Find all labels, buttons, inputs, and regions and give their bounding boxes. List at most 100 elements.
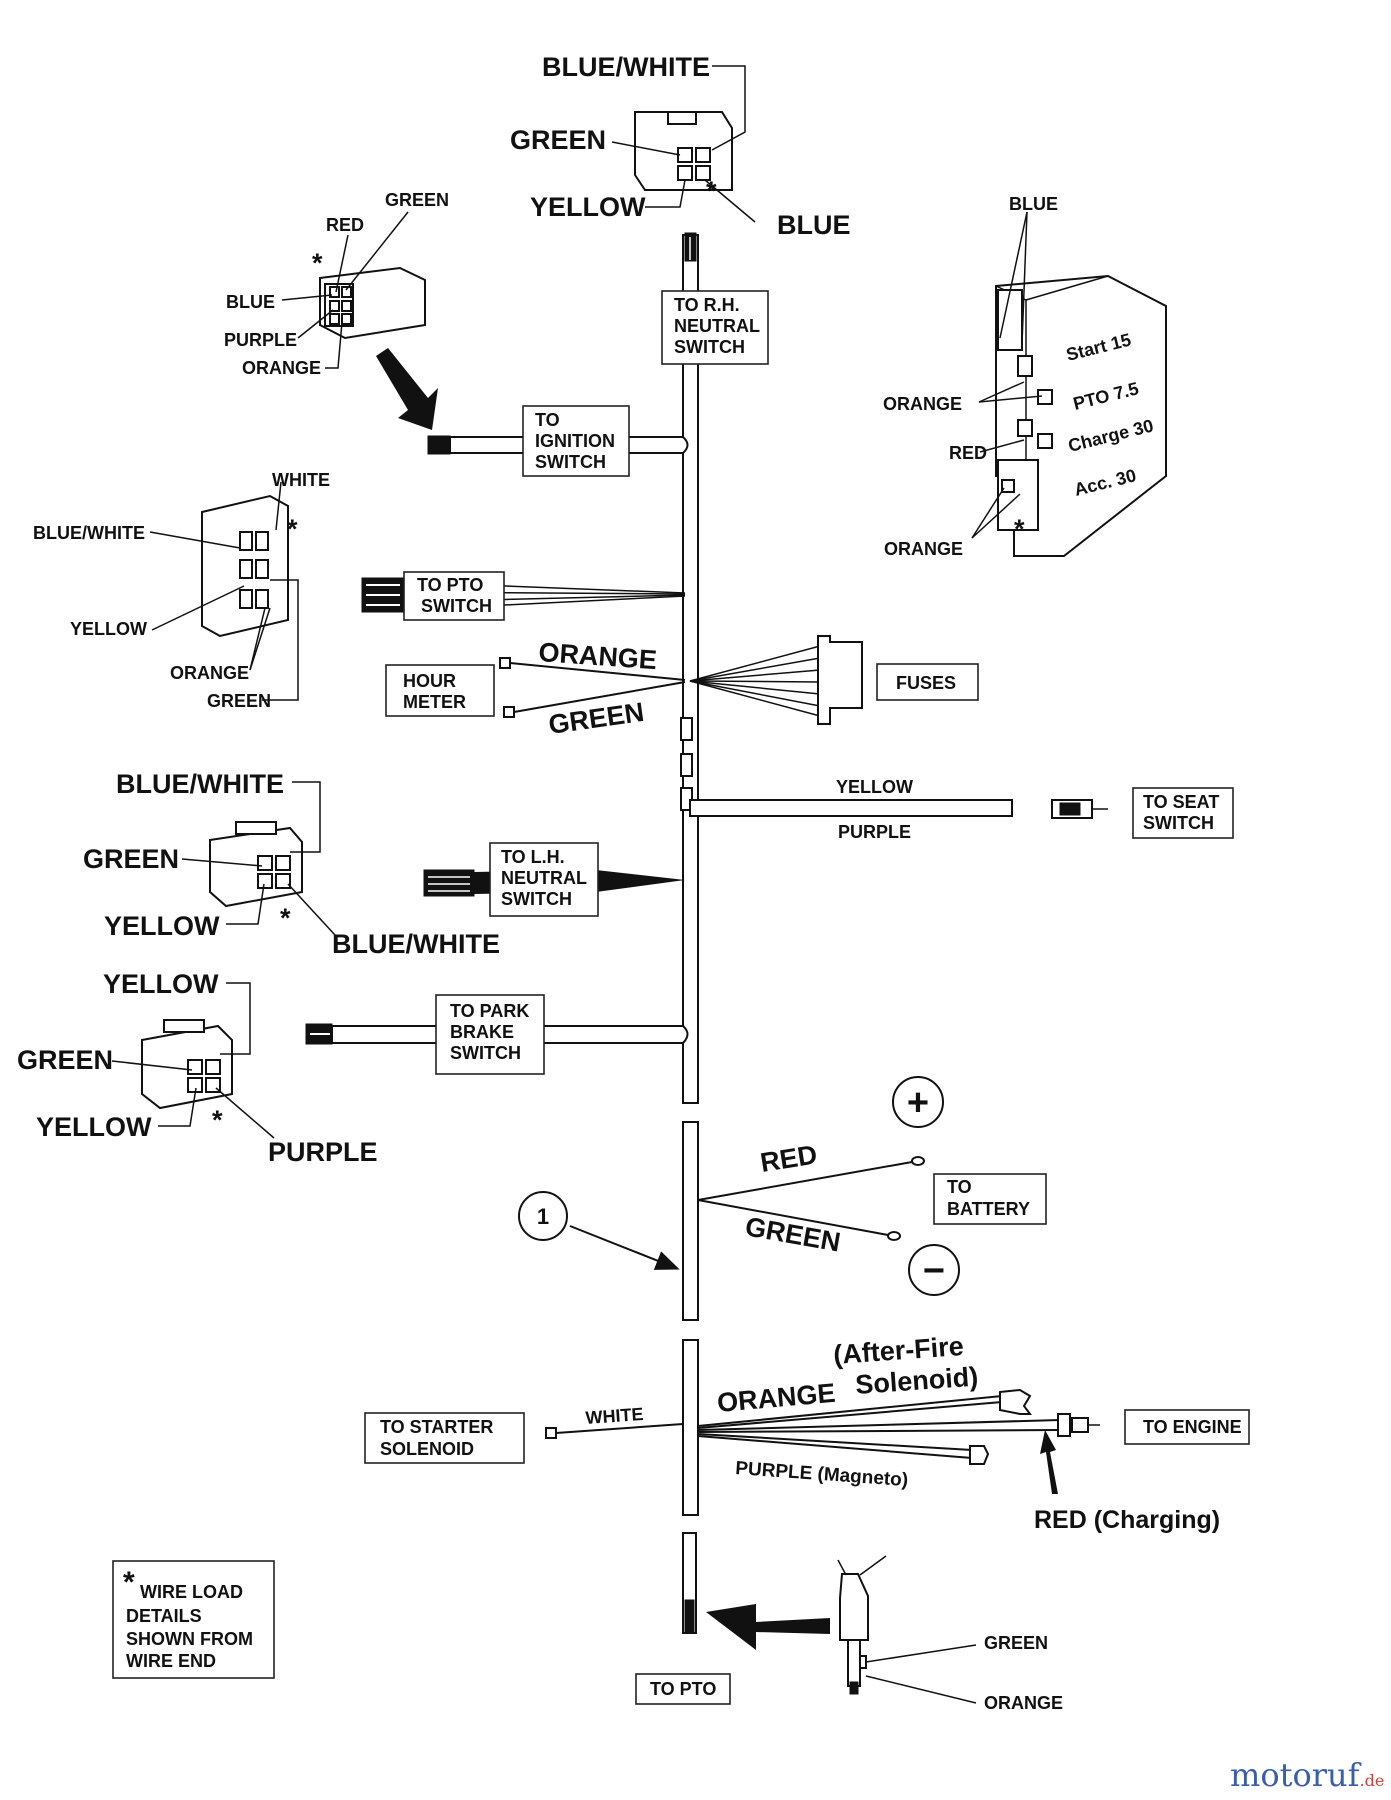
lh-neutral-label-box bbox=[489, 842, 599, 917]
battery-branch bbox=[697, 1156, 925, 1241]
label-yellow: YELLOW bbox=[530, 192, 646, 222]
ignition-switch-label-box bbox=[522, 405, 630, 477]
fuses-label-box bbox=[876, 663, 979, 701]
callout-number: 1 bbox=[537, 1204, 549, 1229]
note-line3: SHOWN FROM bbox=[126, 1629, 253, 1649]
star-marker: * bbox=[212, 1105, 223, 1135]
park-brake-label-line2: BRAKE bbox=[450, 1022, 514, 1042]
ignition-connector bbox=[281, 211, 426, 369]
charging-arrow-icon bbox=[1040, 1430, 1058, 1494]
label-blue-white: BLUE/WHITE bbox=[332, 929, 500, 959]
engine-label: TO ENGINE bbox=[1143, 1417, 1242, 1437]
seat-switch-label-box bbox=[1132, 787, 1234, 839]
ignition-label-line3: SWITCH bbox=[535, 452, 606, 472]
fuse-block bbox=[971, 211, 1167, 557]
plus-symbol: + bbox=[907, 1082, 929, 1124]
positive-terminal-icon bbox=[892, 1076, 944, 1128]
note-star: * bbox=[123, 1566, 135, 1599]
engine-label-box bbox=[1124, 1409, 1250, 1445]
label-green: GREEN bbox=[207, 691, 271, 711]
seat-switch-label-line2: SWITCH bbox=[1143, 813, 1214, 833]
rh-neutral-label-line3: SWITCH bbox=[674, 337, 745, 357]
harness-segment-battery bbox=[682, 1121, 699, 1321]
label-blue: BLUE bbox=[226, 292, 275, 312]
lh-neutral-label-line3: SWITCH bbox=[501, 889, 572, 909]
park-brake-label-box bbox=[435, 994, 545, 1075]
hour-meter-label-line2: METER bbox=[403, 692, 466, 712]
note-line1: WIRE LOAD bbox=[140, 1582, 243, 1602]
pto-label-box bbox=[635, 1673, 731, 1705]
wire-purple-magneto: PURPLE (Magneto) bbox=[735, 1458, 909, 1491]
label-purple: PURPLE bbox=[268, 1137, 378, 1167]
rh-neutral-label-line2: NEUTRAL bbox=[674, 316, 760, 336]
wire-purple: PURPLE bbox=[838, 822, 911, 842]
ignition-arrow-icon bbox=[376, 348, 438, 430]
main-harness-trunk bbox=[680, 232, 699, 1104]
label-green: GREEN bbox=[17, 1045, 113, 1075]
label-purple: PURPLE bbox=[224, 330, 297, 350]
hour-meter-label-line1: HOUR bbox=[403, 671, 456, 691]
battery-label-line1: TO bbox=[947, 1177, 972, 1197]
label-red: RED bbox=[949, 443, 987, 463]
star-marker: * bbox=[280, 903, 291, 933]
label-yellow: YELLOW bbox=[36, 1112, 152, 1142]
watermark-main: motoruf bbox=[1230, 1756, 1362, 1794]
label-orange: ORANGE bbox=[883, 394, 962, 414]
harness-segment-engine bbox=[682, 1339, 699, 1516]
fuses-label: FUSES bbox=[896, 673, 956, 693]
ignition-label-line2: IGNITION bbox=[535, 431, 615, 451]
label-blue-white: BLUE/WHITE bbox=[116, 769, 284, 799]
label-orange: ORANGE bbox=[242, 358, 321, 378]
park-brake-label-line3: SWITCH bbox=[450, 1043, 521, 1063]
label-yellow: YELLOW bbox=[103, 969, 219, 999]
wire-orange: ORANGE bbox=[984, 1693, 1063, 1713]
battery-label-box bbox=[933, 1173, 1047, 1225]
hour-meter-branch bbox=[499, 657, 686, 718]
park-brake-connector bbox=[111, 982, 275, 1139]
wire-orange: ORANGE bbox=[538, 637, 658, 675]
wire-orange: ORANGE bbox=[716, 1378, 837, 1418]
wire-yellow: YELLOW bbox=[836, 777, 913, 797]
note-line4: WIRE END bbox=[126, 1651, 216, 1671]
star-marker: * bbox=[287, 514, 298, 544]
lh-neutral-label-line2: NEUTRAL bbox=[501, 868, 587, 888]
rh-neutral-label-line1: TO R.H. bbox=[674, 295, 740, 315]
wire-green: GREEN bbox=[984, 1633, 1048, 1653]
lh-neutral-connector bbox=[181, 781, 336, 936]
watermark-logo: motoruf.de bbox=[1230, 1756, 1384, 1794]
label-yellow: YELLOW bbox=[70, 619, 147, 639]
wire-green: GREEN bbox=[743, 1211, 843, 1257]
label-orange: ORANGE bbox=[884, 539, 963, 559]
wire-red: RED bbox=[758, 1139, 819, 1178]
label-green: GREEN bbox=[385, 190, 449, 210]
seat-switch-branch bbox=[689, 799, 1108, 819]
hour-meter-label-box bbox=[385, 664, 495, 717]
label-green: GREEN bbox=[510, 125, 606, 155]
label-blue: BLUE bbox=[1009, 194, 1058, 214]
label-blue-white: BLUE/WHITE bbox=[33, 523, 145, 543]
minus-symbol: − bbox=[923, 1250, 945, 1292]
rh-neutral-label-box bbox=[661, 290, 769, 365]
label-white: WHITE bbox=[272, 470, 330, 490]
park-brake-label-line1: TO PARK bbox=[450, 1001, 529, 1021]
rh-neutral-connector bbox=[611, 65, 756, 223]
note-line2: DETAILS bbox=[126, 1606, 202, 1626]
negative-terminal-icon bbox=[908, 1244, 960, 1296]
label-yellow: YELLOW bbox=[104, 911, 220, 941]
wire-red-charging: RED (Charging) bbox=[1034, 1506, 1220, 1534]
starter-label-line1: TO STARTER bbox=[380, 1417, 493, 1437]
label-blue: BLUE bbox=[777, 210, 851, 240]
callout-1 bbox=[518, 1191, 568, 1241]
pto-clutch-branch bbox=[706, 1555, 977, 1704]
label-blue-white: BLUE/WHITE bbox=[542, 52, 710, 82]
pto-switch-connector bbox=[149, 481, 299, 701]
label-red: RED bbox=[326, 215, 364, 235]
fuses-branch bbox=[689, 635, 863, 725]
lh-neutral-label-line1: TO L.H. bbox=[501, 847, 565, 867]
wire-load-note-box bbox=[112, 1560, 275, 1679]
harness-segment-pto bbox=[682, 1532, 697, 1634]
pto-switch-label-line2: SWITCH bbox=[421, 596, 492, 616]
label-green: GREEN bbox=[83, 844, 179, 874]
watermark-suffix: .de bbox=[1359, 1771, 1384, 1790]
